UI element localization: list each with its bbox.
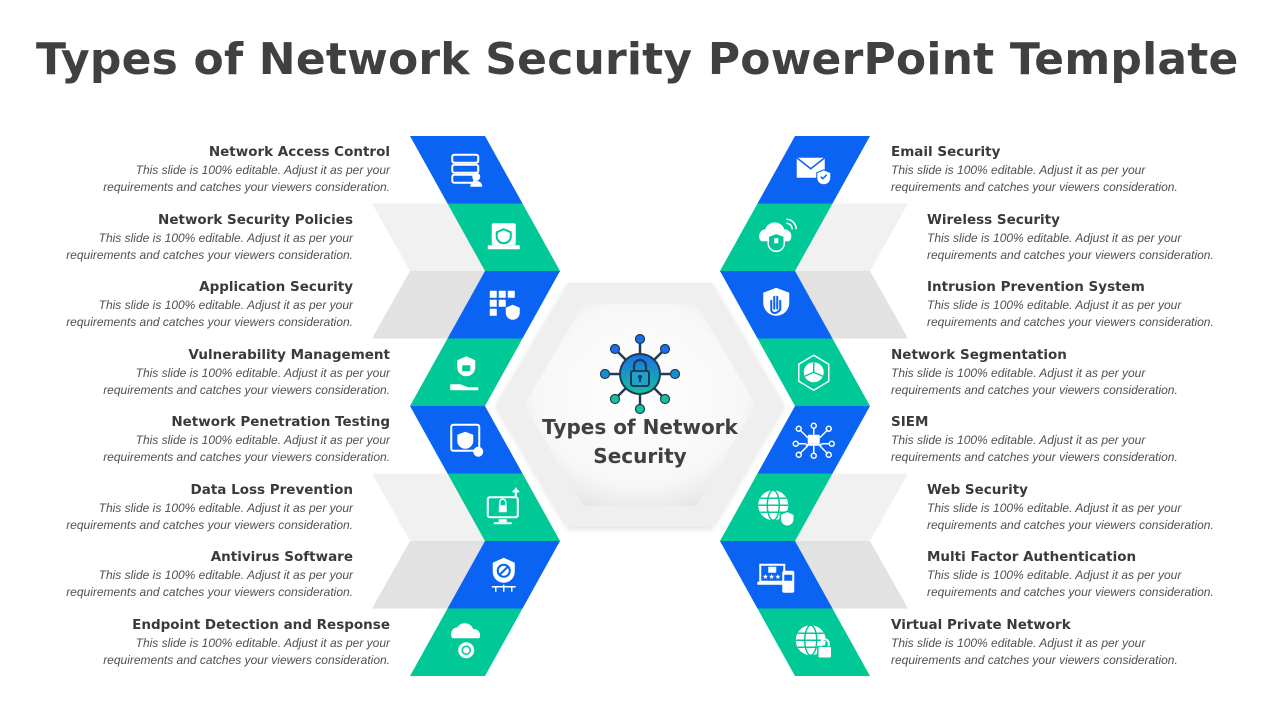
item-title: Vulnerability Management <box>188 346 390 363</box>
item-description: This slide is 100% editable. Adjust it a… <box>66 568 353 599</box>
browser-bug-shield-icon <box>450 423 484 457</box>
item-title: Multi Factor Authentication <box>927 549 1137 565</box>
cloud-wifi-shield-icon <box>759 218 797 253</box>
laptop-folder-shield-icon <box>487 223 520 250</box>
hand-shield-lock-icon <box>450 356 479 391</box>
svg-text:★★★: ★★★ <box>762 573 781 581</box>
monitor-cloud-lock-icon <box>486 486 520 525</box>
server-user-icon <box>451 153 483 187</box>
globe-shield-icon <box>758 489 795 528</box>
band-right-6 <box>720 541 833 609</box>
cloud-gear-icon <box>450 623 481 659</box>
item-description: This slide is 100% editable. Adjust it a… <box>891 163 1178 194</box>
item-title: Intrusion Prevention System <box>927 279 1145 295</box>
item-title: SIEM <box>891 414 929 430</box>
item-description: This slide is 100% editable. Adjust it a… <box>103 635 390 667</box>
item-description: This slide is 100% editable. Adjust it a… <box>891 635 1178 667</box>
item-title: Network Access Control <box>208 144 390 160</box>
right-item-4: SIEM This slide is 100% editable. Adjust … <box>891 414 1280 466</box>
item-description: This slide is 100% editable. Adjust it a… <box>927 568 1214 599</box>
item-description: This slide is 100% editable. Adjust it a… <box>66 230 353 262</box>
item-title: Data Loss Prevention <box>190 481 353 498</box>
item-title: Virtual Private Network <box>891 616 1071 633</box>
item-title: Wireless Security <box>927 211 1060 228</box>
laptop-phone-lock-icon: ★★★ <box>757 563 795 593</box>
item-description: This slide is 100% editable. Adjust it a… <box>103 433 390 464</box>
item-title: Web Security <box>927 481 1028 498</box>
center-label-line2: Security <box>593 444 687 468</box>
band-left-0 <box>410 136 523 204</box>
page-title: Types of Network Security PowerPoint Tem… <box>36 34 1239 85</box>
item-description: This slide is 100% editable. Adjust it a… <box>891 433 1178 464</box>
globe-lock-icon <box>795 624 833 659</box>
center-label: Types of Network Security <box>530 413 750 471</box>
item-title: Endpoint Detection and Response <box>132 616 390 633</box>
item-description: This slide is 100% editable. Adjust it a… <box>927 500 1214 532</box>
item-title: Network Penetration Testing <box>171 414 390 430</box>
network-lock-icon <box>599 333 681 415</box>
item-description: This slide is 100% editable. Adjust it a… <box>103 365 390 397</box>
item-description: This slide is 100% editable. Adjust it a… <box>927 298 1214 329</box>
item-description: This slide is 100% editable. Adjust it a… <box>891 365 1178 397</box>
item-title: Network Segmentation <box>891 346 1067 363</box>
item-title: Email Security <box>891 144 1001 160</box>
item-title: Application Security <box>199 279 353 295</box>
item-description: This slide is 100% editable. Adjust it a… <box>66 500 353 532</box>
item-description: This slide is 100% editable. Adjust it a… <box>103 163 390 194</box>
item-title: Antivirus Software <box>210 549 353 565</box>
center-label-line1: Types of Network <box>542 415 738 439</box>
item-title: Network Security Policies <box>158 211 353 228</box>
envelope-shield-icon <box>796 157 832 186</box>
segment-network-icon <box>798 354 830 392</box>
app-grid-shield-icon <box>489 290 520 320</box>
shield-circuit-icon <box>491 557 516 592</box>
shield-hand-icon <box>763 287 790 316</box>
laptop-network-icon <box>792 422 835 459</box>
item-description: This slide is 100% editable. Adjust it a… <box>927 230 1214 262</box>
item-description: This slide is 100% editable. Adjust it a… <box>66 298 353 329</box>
